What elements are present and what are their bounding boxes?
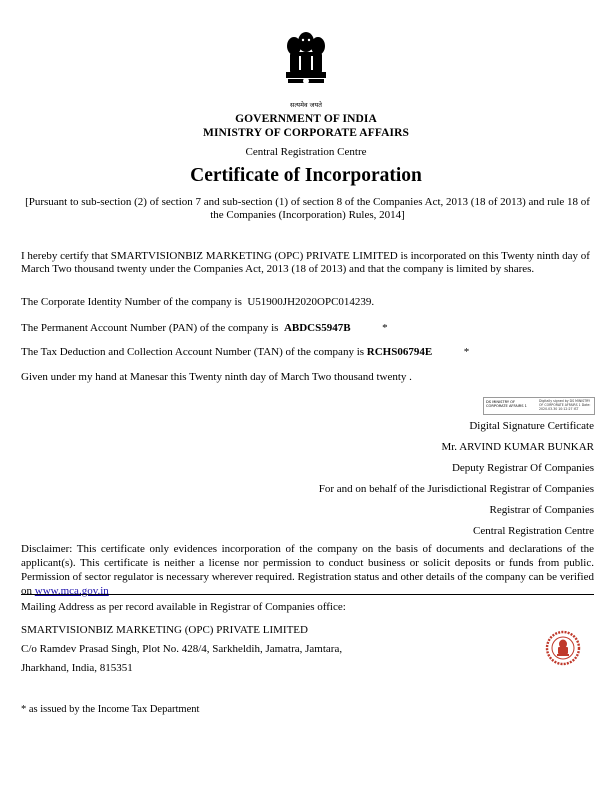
- emblem-motto: सत्यमेव जयते: [290, 101, 322, 109]
- mca-website-link[interactable]: www.mca.gov.in: [34, 585, 109, 597]
- mailing-address-line-1: C/o Ramdev Prasad Singh, Plot No. 428/4,…: [21, 643, 343, 655]
- national-emblem-icon: [277, 26, 335, 110]
- section-divider: [21, 594, 594, 595]
- disclaimer-text: Disclaimer: This certificate only eviden…: [21, 543, 594, 597]
- cin-line: The Corporate Identity Number of the com…: [21, 296, 374, 308]
- government-heading: GOVERNMENT OF INDIA: [235, 113, 377, 125]
- certificate-title: Certificate of Incorporation: [190, 165, 422, 186]
- signatory-line-1: Digital Signature Certificate: [469, 420, 594, 432]
- pan-asterisk: *: [382, 322, 388, 334]
- cin-value: U51900JH2020OPC014239.: [247, 296, 375, 308]
- tan-line: The Tax Deduction and Collection Account…: [21, 346, 469, 358]
- mailing-address-line-2: Jharkhand, India, 815351: [21, 662, 133, 674]
- cin-label: The Corporate Identity Number of the com…: [21, 296, 242, 308]
- tan-asterisk: *: [463, 346, 470, 358]
- ministry-heading: MINISTRY OF CORPORATE AFFAIRS: [203, 127, 409, 139]
- mca-seal-icon: [545, 630, 581, 666]
- pursuant-clause: [Pursuant to sub-section (2) of section …: [25, 196, 590, 221]
- signatory-centre: Central Registration Centre: [473, 525, 594, 537]
- mailing-company: SMARTVISIONBIZ MARKETING (OPC) PRIVATE L…: [21, 624, 308, 636]
- pan-value: ABDCS5947B: [283, 322, 351, 334]
- given-statement: Given under my hand at Manesar this Twen…: [21, 371, 412, 383]
- tan-label: The Tax Deduction and Collection Account…: [21, 346, 365, 358]
- signatory-behalf: For and on behalf of the Jurisdictional …: [318, 483, 594, 495]
- pan-line: The Permanent Account Number (PAN) of th…: [21, 322, 388, 334]
- signatory-designation: Deputy Registrar Of Companies: [451, 462, 594, 474]
- digital-signature-stamp[interactable]: DS MINISTRY OF CORPORATE AFFAIRS 1 Digit…: [483, 397, 595, 415]
- tan-value: RCHS06794E: [366, 346, 433, 358]
- signature-stamp-right: Digitally signed by DS MINISTRY OF CORPO…: [539, 399, 591, 411]
- signatory-name: Mr. ARVIND KUMAR BUNKAR: [441, 441, 594, 453]
- certification-paragraph: I hereby certify that SMARTVISIONBIZ MAR…: [21, 250, 590, 276]
- pan-label: The Permanent Account Number (PAN) of th…: [21, 322, 279, 334]
- footnote: * as issued by the Income Tax Department: [21, 704, 200, 715]
- registration-centre-heading: Central Registration Centre: [245, 146, 367, 158]
- disclaimer: Disclaimer: This certificate only eviden…: [21, 542, 594, 598]
- signatory-registrar: Registrar of Companies: [489, 504, 594, 516]
- mailing-heading: Mailing Address as per record available …: [21, 601, 346, 613]
- signature-stamp-left: DS MINISTRY OF CORPORATE AFFAIRS 1: [486, 400, 527, 409]
